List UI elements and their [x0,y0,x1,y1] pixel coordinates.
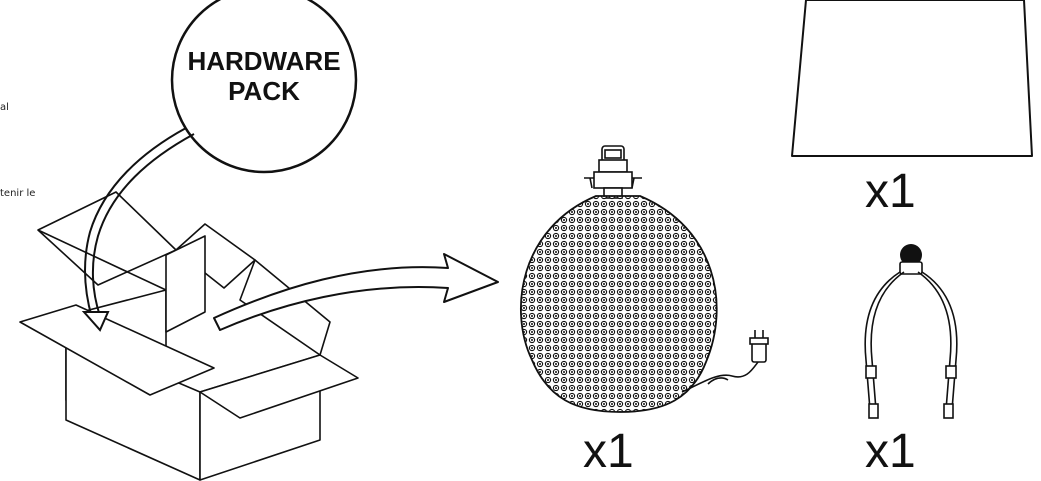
box-flap-back-left [37,191,177,286]
base-quantity-label: x1 [583,425,634,478]
curved-pointer-arrow [81,127,195,332]
lamp-harp [864,244,958,419]
cardboard-box [19,191,359,481]
box-flap-front-right [199,354,359,419]
harp-finial [900,244,922,266]
power-cord [681,361,759,393]
harp-quantity-label: x1 [865,425,916,478]
hardware-pack-label-line-2: PACK [228,76,300,106]
plug [749,330,769,363]
margin-text-fragment: al [0,102,9,113]
margin-text-fragment: tenir le [0,188,36,199]
hardware-pack-circle [170,0,358,174]
box-inner-wall [165,235,206,333]
lamp-socket [584,145,642,199]
hardware-pack-label: HARDWARE PACK [170,46,358,106]
hardware-pack-label-line-1: HARDWARE [187,46,341,76]
lamp-body [520,195,718,413]
lamp-shade [791,0,1033,157]
unpack-arrow [213,253,499,331]
shade-quantity-label: x1 [865,165,916,218]
box-flap-front-left [19,304,215,396]
lamp-base [520,145,769,413]
